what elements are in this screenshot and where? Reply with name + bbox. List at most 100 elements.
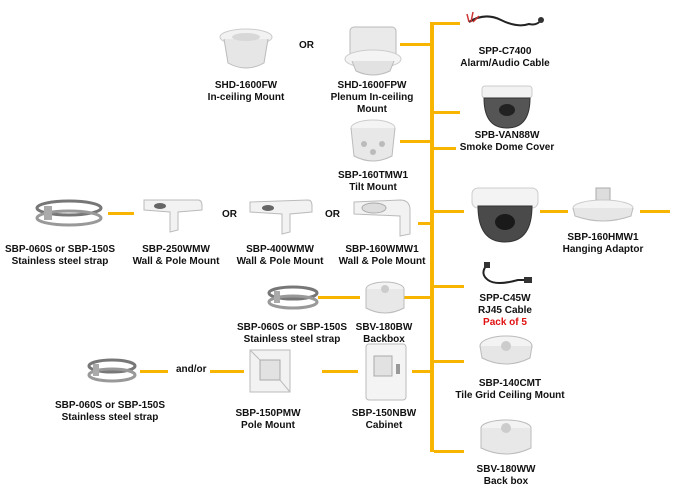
connector-line xyxy=(434,111,460,114)
model-description: Backbox xyxy=(363,334,405,345)
model-description: Stainless steel strap xyxy=(11,256,109,267)
steel-strap-icon xyxy=(35,199,103,227)
connector-line xyxy=(318,296,360,299)
ceiling-mount-icon xyxy=(479,335,533,365)
backbox-icon xyxy=(480,419,532,455)
model-number: SBP-160TMW1 xyxy=(337,170,409,181)
product-label-spp-c45w: SPP-C45W RJ45 Cable Pack of 5 xyxy=(478,293,532,329)
product-label-sbp-160tmw1: SBP-160TMW1 Tilt Mount xyxy=(338,170,408,194)
model-description: Pole Mount xyxy=(241,420,295,431)
model-number: SBP-060S or SBP-150S xyxy=(236,322,348,333)
rj45-cable-icon xyxy=(482,262,532,284)
connector-line xyxy=(434,210,464,213)
connector-line xyxy=(434,285,464,288)
pole-mount-icon xyxy=(249,349,291,393)
model-number: SBP-250WMW xyxy=(142,244,210,255)
connector-line xyxy=(108,212,134,215)
connector-line xyxy=(412,370,430,373)
tilt-mount-icon xyxy=(350,119,396,162)
main-vertical-line xyxy=(430,22,434,452)
connector-line xyxy=(434,360,464,363)
and-or-label: and/or xyxy=(176,364,207,375)
in-ceiling-mount-icon xyxy=(219,28,273,69)
model-number: SBP-140CMT xyxy=(478,378,542,389)
product-label-sbp-140cmt: SBP-140CMT Tile Grid Ceiling Mount xyxy=(455,378,564,402)
connector-line xyxy=(400,43,430,46)
cable-icon xyxy=(466,11,544,27)
product-label-spp-c7400: SPP-C7400 Alarm/Audio Cable xyxy=(460,46,549,70)
model-description: Mount xyxy=(356,104,387,115)
model-number: SBV-180WW xyxy=(476,464,536,475)
model-description: Back box xyxy=(483,476,529,487)
model-number: SBP-150NBW xyxy=(351,408,417,419)
connector-line xyxy=(434,450,464,453)
model-description: Stainless steel strap xyxy=(243,334,341,345)
product-label-sbv-180bw: SBV-180BW Backbox xyxy=(356,322,413,346)
connector-line xyxy=(404,296,430,299)
model-description: Stainless steel strap xyxy=(61,412,159,423)
model-number: SBV-180BW xyxy=(355,322,413,333)
product-label-sbp-150pmw: SBP-150PMW Pole Mount xyxy=(235,408,300,432)
model-number: SBP-160WMW1 xyxy=(345,244,419,255)
product-label-sbp-400wmw: SBP-400WMW Wall & Pole Mount xyxy=(237,244,324,268)
model-number: SBP-150PMW xyxy=(235,408,301,419)
product-label-spb-van88w: SPB-VAN88W Smoke Dome Cover xyxy=(460,130,554,154)
or-label: OR xyxy=(325,209,340,220)
wall-mount-icon xyxy=(143,199,203,233)
connector-line xyxy=(210,370,244,373)
connector-line xyxy=(640,210,670,213)
model-description: In-ceiling Mount xyxy=(207,92,285,103)
model-description: Tile Grid Ceiling Mount xyxy=(455,390,565,401)
product-label-sbp-250wmw: SBP-250WMW Wall & Pole Mount xyxy=(133,244,220,268)
connector-line xyxy=(432,147,456,150)
product-label-strap-1: SBP-060S or SBP-150S Stainless steel str… xyxy=(5,244,115,268)
model-number: SPP-C7400 xyxy=(478,46,532,57)
model-description: Plenum In-ceiling xyxy=(330,92,414,103)
model-description: Tilt Mount xyxy=(349,182,397,193)
model-description: Wall & Pole Mount xyxy=(236,256,324,267)
product-label-shd-1600fpw: SHD-1600FPW Plenum In-ceiling Mount xyxy=(331,80,414,116)
hanging-adaptor-icon xyxy=(572,187,634,222)
connector-line xyxy=(140,370,168,373)
model-description: Cabinet xyxy=(365,420,403,431)
connector-line xyxy=(400,140,430,143)
product-label-sbp-150nbw: SBP-150NBW Cabinet xyxy=(352,408,416,432)
connector-line xyxy=(434,22,460,25)
product-label-sbp-160wmw1: SBP-160WMW1 Wall & Pole Mount xyxy=(339,244,426,268)
steel-strap-icon xyxy=(267,285,319,310)
connector-line xyxy=(418,222,430,225)
model-number: SBP-060S or SBP-150S xyxy=(4,244,116,255)
wall-mount-icon xyxy=(249,199,313,235)
cabinet-icon xyxy=(365,343,407,401)
product-label-strap-2: SBP-060S or SBP-150S Stainless steel str… xyxy=(237,322,347,346)
backbox-icon xyxy=(365,281,405,314)
dome-camera-icon xyxy=(471,187,539,243)
connector-line xyxy=(322,370,358,373)
model-number: SBP-060S or SBP-150S xyxy=(54,400,166,411)
model-number: SHD-1600FW xyxy=(214,80,278,91)
model-number: SBP-400WMW xyxy=(246,244,314,255)
model-description: RJ45 Cable xyxy=(478,305,532,316)
model-description: Wall & Pole Mount xyxy=(132,256,220,267)
product-label-sbp-160hmw1: SBP-160HMW1 Hanging Adaptor xyxy=(563,232,644,256)
or-label: OR xyxy=(299,40,314,51)
model-description: Smoke Dome Cover xyxy=(459,142,555,153)
model-number: SPB-VAN88W xyxy=(474,130,540,141)
model-number: SBP-160HMW1 xyxy=(567,232,639,243)
wall-mount-icon xyxy=(353,199,411,237)
product-label-strap-3: SBP-060S or SBP-150S Stainless steel str… xyxy=(55,400,165,424)
model-description: Alarm/Audio Cable xyxy=(460,58,550,69)
pack-note: Pack of 5 xyxy=(483,317,527,328)
or-label: OR xyxy=(222,209,237,220)
model-number: SHD-1600FPW xyxy=(337,80,407,91)
steel-strap-icon xyxy=(87,358,137,383)
model-description: Hanging Adaptor xyxy=(562,244,644,255)
dome-cover-icon xyxy=(481,85,533,129)
product-label-shd-1600fw: SHD-1600FW In-ceiling Mount xyxy=(208,80,285,104)
connector-line xyxy=(540,210,568,213)
product-label-sbv-180ww: SBV-180WW Back box xyxy=(477,464,536,488)
model-number: SPP-C45W xyxy=(479,293,531,304)
model-description: Wall & Pole Mount xyxy=(338,256,426,267)
plenum-mount-icon xyxy=(344,26,402,76)
